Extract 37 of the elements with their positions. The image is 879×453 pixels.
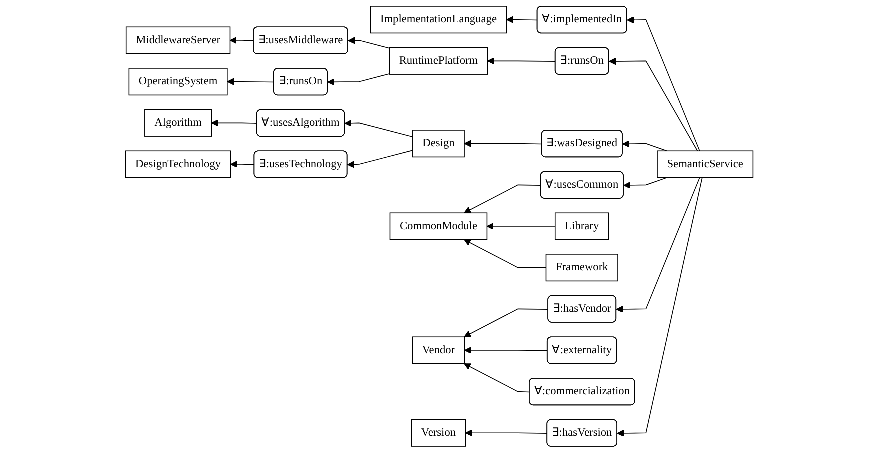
arrow <box>230 160 255 168</box>
node-box: Version <box>411 419 466 447</box>
arrow <box>344 120 414 138</box>
arrow <box>622 140 668 152</box>
arrow <box>624 177 668 190</box>
node-box: Library <box>554 212 610 240</box>
arrow <box>328 74 390 86</box>
arrow <box>464 240 547 268</box>
node-box: DesignTechnology <box>125 150 232 178</box>
arrow <box>465 430 548 437</box>
node-box: OperatingSystem <box>128 68 228 96</box>
arrow <box>464 140 543 148</box>
node-box: Algorithm <box>144 109 212 137</box>
node-box: Design <box>412 130 465 158</box>
arrow <box>211 120 258 127</box>
node-box: Vendor <box>412 336 466 364</box>
node-box: CommonModule <box>390 212 488 240</box>
node-box: MiddlewareServer <box>126 26 231 54</box>
arrow <box>348 37 390 49</box>
arrow <box>627 16 700 152</box>
arrow <box>488 58 556 65</box>
arrow <box>347 150 414 168</box>
arrow <box>464 308 549 338</box>
arrow <box>464 346 548 354</box>
arrow <box>464 364 530 393</box>
arrow <box>230 36 254 44</box>
node-box: RuntimePlatform <box>389 47 488 75</box>
node-box: Framework <box>546 254 618 282</box>
arrow <box>464 184 542 214</box>
arrow <box>227 78 275 86</box>
arrow <box>609 58 698 152</box>
arrow <box>506 16 538 24</box>
node-box: SemanticService <box>657 150 754 178</box>
node-box: ImplementationLanguage <box>370 6 508 34</box>
arrow <box>486 222 556 230</box>
arrow <box>616 177 700 314</box>
arrow <box>617 177 703 438</box>
